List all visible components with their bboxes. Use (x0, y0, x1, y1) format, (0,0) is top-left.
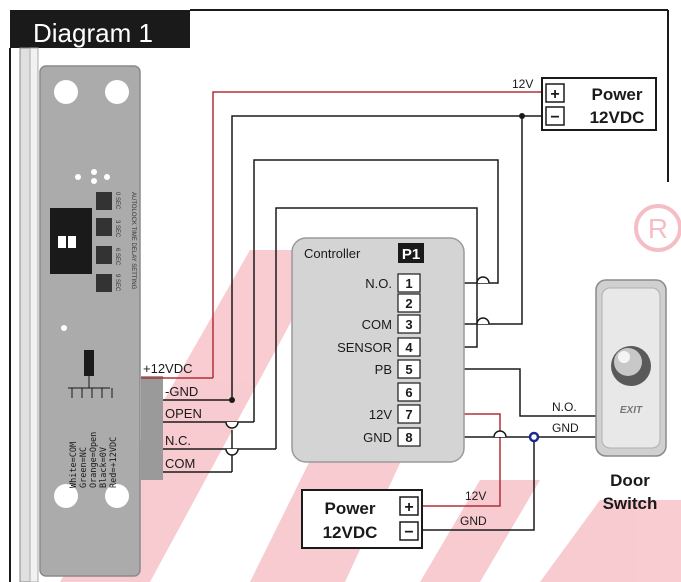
door-switch-line2: Switch (603, 494, 658, 513)
legend-white: White=COM (69, 442, 79, 488)
pin-label-sensor: SENSOR (337, 340, 392, 355)
switch-no-wire-label: N.O. (552, 400, 577, 414)
legend-green: Green=NC (79, 447, 89, 488)
title: Diagram 1 (33, 18, 153, 48)
pin-num-7: 7 (405, 407, 412, 422)
pin-num-6: 6 (405, 385, 412, 400)
pin-label-12v: 12V (369, 407, 392, 422)
terminal-gnd-label: -GND (165, 384, 198, 399)
controller-body (291, 237, 465, 463)
dip-switch-2 (96, 218, 112, 236)
gnd-node (528, 431, 540, 443)
power-top-line1: Power (591, 85, 642, 104)
controller-pins (397, 273, 421, 447)
dip-switch-4 (96, 274, 112, 292)
junction-dot (229, 397, 235, 403)
junction-dot-top (519, 113, 525, 119)
door-exit-switch: EXIT (595, 279, 667, 457)
dip-switch-1 (96, 192, 112, 210)
pin-num-4: 4 (405, 340, 413, 355)
plus-icon: + (550, 86, 559, 103)
lock-wires (141, 377, 276, 473)
title-box (10, 10, 190, 48)
door-frame-strip-inner (29, 47, 39, 582)
controller-badge-box (398, 243, 424, 263)
door-frame-strip (19, 47, 31, 582)
terminal-12vdc-label: +12VDC (143, 361, 193, 376)
pin-num-2: 2 (405, 296, 412, 311)
pin-num-3: 3 (405, 317, 412, 332)
legend-black: Black=0V (99, 447, 109, 488)
power-top-line2: 12VDC (590, 108, 645, 127)
wire-crossovers (225, 276, 507, 456)
terminal-com-label: COM (165, 456, 195, 471)
legend-red: Red=+12VDC (109, 437, 119, 488)
pin-label-pb: PB (375, 362, 392, 377)
pin-num-8: 8 (405, 430, 412, 445)
pin-num-1: 1 (405, 276, 412, 291)
bottom-12v-wire-label: 12V (465, 489, 486, 503)
minus-icon-bottom: − (404, 524, 413, 541)
dip-switch-3 (96, 246, 112, 264)
bottom-gnd-wire-label: GND (460, 514, 487, 528)
terminal-nc-label: N.C. (165, 433, 191, 448)
top-12v-wire-label: 12V (512, 77, 533, 91)
autolock-setting-text: AUTOLOCK TIME DELAY SETTING (130, 192, 136, 290)
pin-label-no: N.O. (365, 276, 392, 291)
dip-label-9: 9 SEC (114, 274, 120, 292)
door-switch-line1: Door (610, 471, 650, 490)
electric-lock: 0 SEC 3 SEC 6 SEC 9 SEC AUTOLOCK TIME DE… (39, 65, 141, 577)
controller-label: Controller (304, 246, 361, 261)
pin-label-gnd: GND (363, 430, 392, 445)
switch-gnd-wire-label: GND (552, 421, 579, 435)
plus-icon-bottom: + (404, 499, 413, 516)
dip-label-3: 3 SEC (114, 220, 120, 238)
exit-label: EXIT (620, 405, 643, 416)
legend-orange: Orange=Open (89, 432, 99, 488)
power-bottom-line1: Power (324, 499, 375, 518)
minus-icon: − (550, 109, 559, 126)
controller: Controller P1 1 2 3 4 5 6 7 8 N.O. COM S… (291, 237, 465, 463)
power-supply-top: + − Power 12VDC (541, 77, 657, 131)
dip-label-6: 6 SEC (114, 248, 120, 266)
svg-text:R: R (648, 213, 668, 244)
sensor (84, 350, 94, 376)
dip-label-0: 0 SEC (114, 192, 120, 210)
controller-badge: P1 (402, 246, 420, 263)
lock-terminal-block (141, 376, 163, 480)
power-supply-bottom: + − Power 12VDC (301, 489, 423, 549)
pin-label-com: COM (362, 317, 392, 332)
terminal-open-label: OPEN (165, 406, 202, 421)
power-bottom-line2: 12VDC (323, 523, 378, 542)
pin-num-5: 5 (405, 362, 412, 377)
